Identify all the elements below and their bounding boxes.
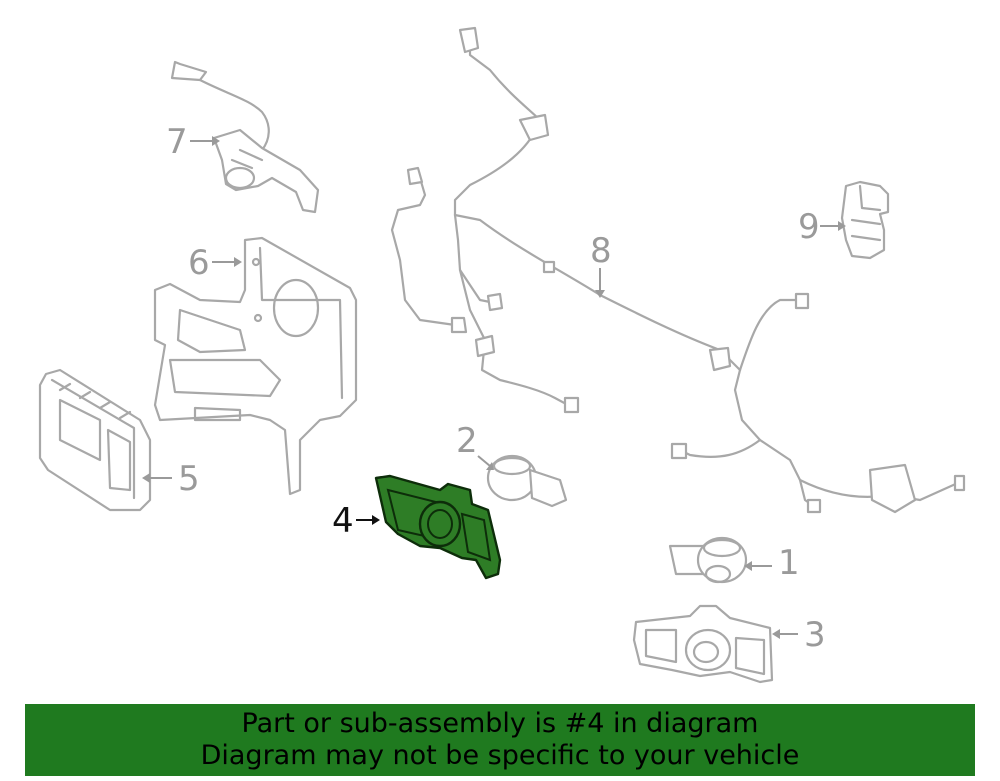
callout-6: 6 [188,243,242,283]
info-banner: Part or sub-assembly is #4 in diagram Di… [25,704,975,776]
callout-label-9: 9 [798,207,820,247]
part-1-sensor[interactable] [668,536,748,584]
part-8-wiring-harness[interactable] [390,26,966,514]
callout-label-5: 5 [178,459,200,499]
part-4-sensor-bracket-highlighted[interactable] [374,474,502,580]
callout-3: 3 [772,615,826,655]
banner-line-1: Part or sub-assembly is #4 in diagram [241,708,759,739]
callout-label-7: 7 [166,122,188,162]
banner-line-2: Diagram may not be specific to your vehi… [200,740,800,771]
callout-8: 8 [590,231,612,298]
callout-7: 7 [166,122,220,162]
callout-9: 9 [798,207,846,247]
part-2-sensor[interactable] [486,454,568,508]
callout-1: 1 [744,543,800,583]
callout-label-1: 1 [778,543,800,583]
parts-diagram: 7 6 5 [38,26,966,684]
callout-5: 5 [142,459,200,499]
part-7-camera[interactable] [170,60,320,214]
callout-4: 4 [332,501,380,541]
part-6-bracket[interactable] [153,236,358,496]
part-5-module[interactable] [38,368,152,512]
part-9-sensor[interactable] [840,180,890,260]
callout-label-4: 4 [332,501,354,541]
callout-2: 2 [456,421,494,470]
part-3-sensor-mount[interactable] [632,604,774,684]
callout-label-2: 2 [456,421,478,461]
callout-label-8: 8 [590,231,612,271]
callout-label-6: 6 [188,243,210,283]
callout-label-3: 3 [804,615,826,655]
